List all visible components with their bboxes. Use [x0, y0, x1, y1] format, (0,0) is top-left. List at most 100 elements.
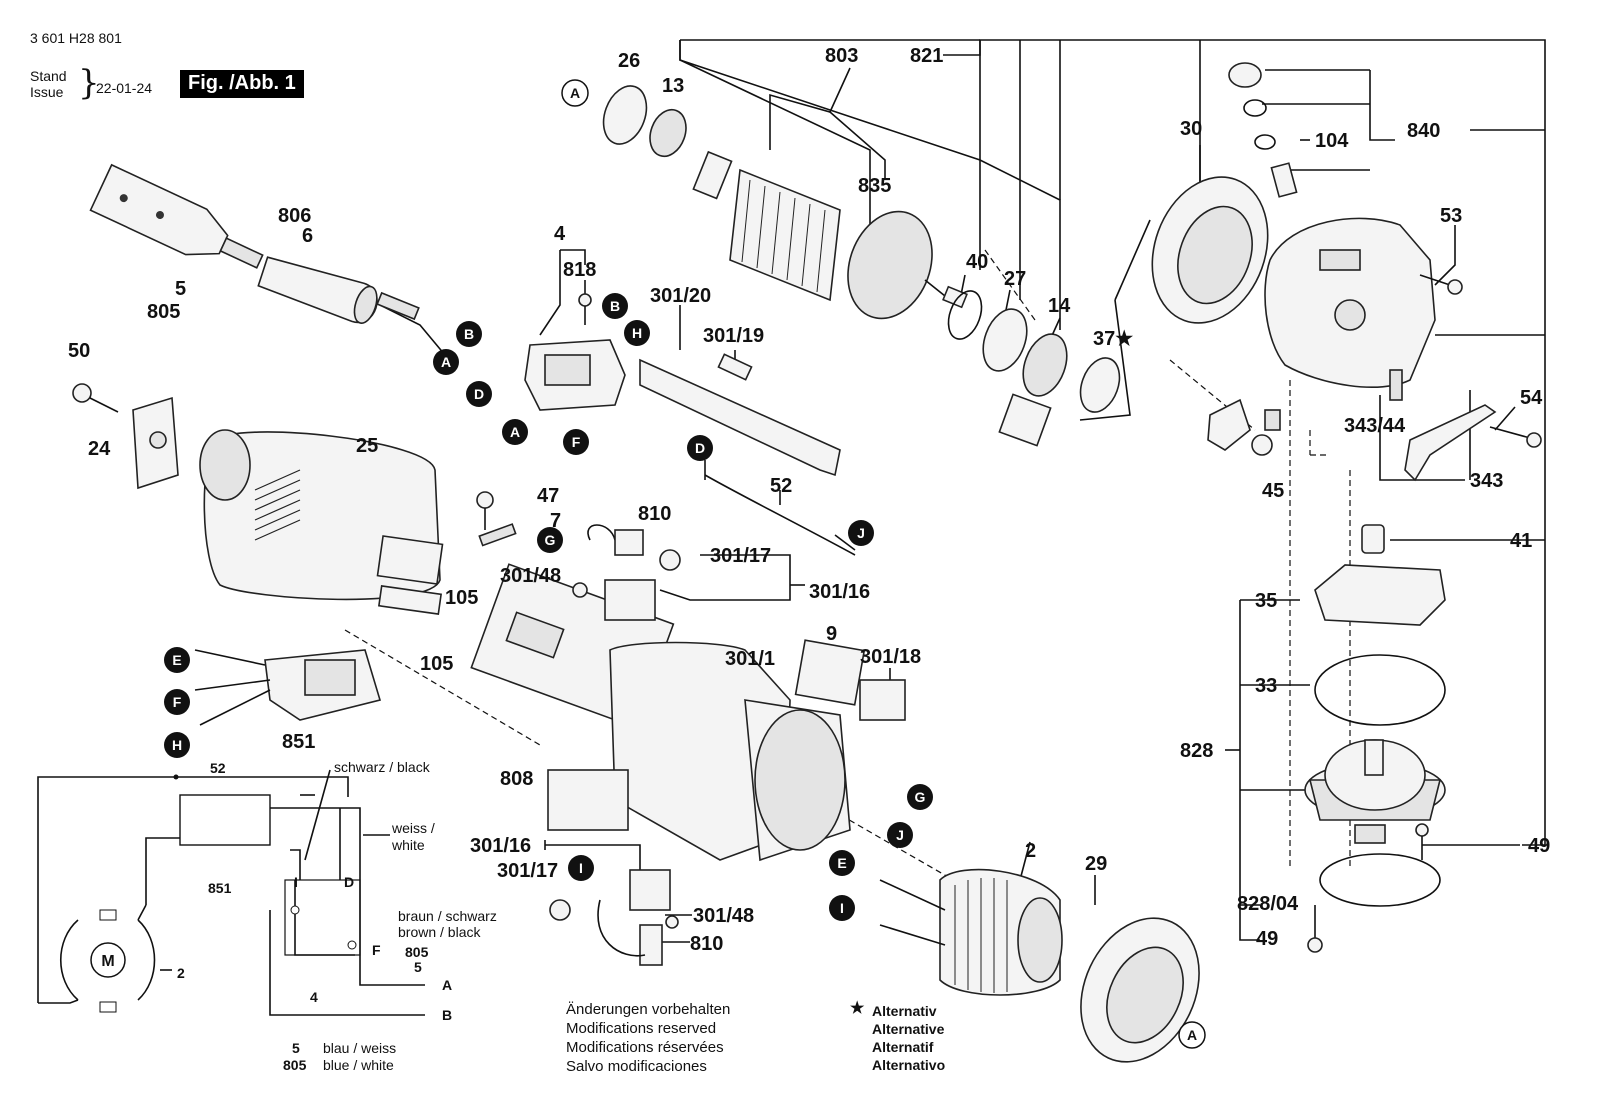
- label-835: 835: [858, 175, 891, 197]
- label-840: 840: [1407, 120, 1440, 142]
- ring-40-part: [947, 290, 983, 340]
- motor-label: M: [101, 953, 114, 970]
- wire-white-label-de: weiss /: [391, 820, 435, 836]
- switch-slide-part: [639, 353, 841, 477]
- label-805: 805: [147, 301, 180, 323]
- marker-i-switch: H: [624, 320, 650, 346]
- modifications-note: Änderungen vorbehalten Modifications res…: [566, 1000, 730, 1076]
- screw-49a-part: [1415, 823, 1429, 860]
- alternative-de: Alternativ: [872, 1003, 937, 1019]
- label-301-17-b: 301/17: [497, 860, 558, 882]
- marker-a-cord: A: [433, 349, 459, 375]
- note-es: Salvo modificaciones: [566, 1058, 707, 1075]
- label-105-a: 105: [445, 587, 478, 609]
- label-818: 818: [563, 259, 596, 281]
- svg-text:A: A: [570, 85, 580, 101]
- screw-50-part: [72, 383, 119, 413]
- svg-text:D: D: [474, 386, 484, 402]
- label-35: 35: [1255, 590, 1277, 612]
- motor-housing-part: [199, 429, 444, 615]
- issue-date: 22-01-24: [96, 80, 153, 96]
- svg-text:G: G: [915, 789, 926, 805]
- note-fr: Modifications réservées: [566, 1039, 724, 1056]
- air-guide-part: [1080, 917, 1200, 1063]
- label-828: 828: [1180, 740, 1213, 762]
- marker-f-switch: F: [563, 429, 589, 455]
- label-105-b: 105: [420, 653, 453, 675]
- marker-g-stator: G: [907, 784, 933, 810]
- svg-text:B: B: [610, 298, 620, 314]
- screw-53-part: [1419, 274, 1463, 295]
- wiring-label-d: D: [344, 874, 354, 890]
- svg-text:I: I: [840, 900, 844, 916]
- ring-27-part: [982, 308, 1028, 372]
- bearing-13-part: [649, 108, 687, 158]
- label-14: 14: [1048, 295, 1071, 317]
- label-2: 2: [1025, 840, 1036, 862]
- guard-30-part: [1151, 176, 1269, 324]
- label-301-20: 301/20: [650, 285, 711, 307]
- marker-f-851: F: [164, 689, 190, 715]
- marker-d-switch: D: [466, 381, 492, 407]
- svg-text:J: J: [896, 827, 904, 843]
- spindle-lock-part: [1228, 62, 1298, 198]
- wire-blue-label-de: blau / weiss: [323, 1040, 396, 1056]
- note-de: Änderungen vorbehalten: [566, 1001, 731, 1018]
- part-301-18: [859, 679, 906, 721]
- alternative-fr: Alternatif: [872, 1039, 934, 1055]
- label-30: 30: [1180, 118, 1202, 140]
- label-24: 24: [88, 438, 111, 460]
- bearing-14-part: [1022, 333, 1068, 397]
- marker-a-switch: A: [502, 419, 528, 445]
- plate-35-part: [1314, 564, 1446, 626]
- marker-j-stator: J: [887, 822, 913, 848]
- part-37: [1079, 357, 1121, 413]
- marker-e-switch: E: [164, 647, 190, 673]
- svg-text:E: E: [172, 652, 181, 668]
- marker-a-top: A: [561, 79, 589, 107]
- svg-text:I: I: [579, 860, 583, 876]
- label-53: 53: [1440, 205, 1462, 227]
- svg-text:H: H: [172, 737, 182, 753]
- bearing-41-part: [1361, 524, 1385, 554]
- part-shapes: [72, 62, 1542, 1063]
- label-41: 41: [1510, 530, 1532, 552]
- issue-label: Issue: [30, 84, 64, 100]
- label-5: 5: [175, 278, 186, 300]
- wiring-label-2: 2: [177, 965, 185, 981]
- label-828-04: 828/04: [1237, 893, 1299, 915]
- label-37: 37★: [1093, 328, 1133, 350]
- label-821: 821: [910, 45, 943, 67]
- label-13: 13: [662, 75, 684, 97]
- marker-a-guide: A: [1178, 1021, 1206, 1049]
- label-806: 806: [278, 205, 311, 227]
- label-343: 343: [1470, 470, 1503, 492]
- oring-33-part: [1314, 654, 1446, 726]
- main-housing-part: [609, 641, 851, 862]
- wiring-label-i: I: [294, 874, 298, 890]
- figure-badge: Fig. /Abb. 1: [180, 70, 304, 98]
- marker-b-cord: B: [456, 321, 482, 347]
- label-301-18: 301/18: [860, 646, 921, 668]
- screw-54-part: [1489, 426, 1542, 448]
- label-810-b: 810: [690, 933, 723, 955]
- svg-text:H: H: [632, 325, 642, 341]
- cord-protector-part: [257, 256, 378, 324]
- plug-part: [89, 163, 264, 269]
- stand-label: Stand: [30, 68, 67, 84]
- label-301-48-a: 301/48: [500, 565, 561, 587]
- label-810-a: 810: [638, 503, 671, 525]
- label-808: 808: [500, 768, 533, 790]
- svg-text:F: F: [173, 694, 182, 710]
- marker-h-brush: I: [568, 855, 594, 881]
- svg-text:E: E: [837, 855, 846, 871]
- brush-810-part: [572, 524, 681, 621]
- wire-brown-label-de: braun / schwarz: [398, 908, 497, 924]
- wiring-label-f: F: [372, 942, 381, 958]
- svg-text:A: A: [441, 354, 451, 370]
- brush-part-small: [998, 393, 1052, 447]
- document-number: 3 601 H28 801: [30, 30, 122, 46]
- label-301-48-b: 301/48: [693, 905, 754, 927]
- screw-47-part: [476, 491, 517, 547]
